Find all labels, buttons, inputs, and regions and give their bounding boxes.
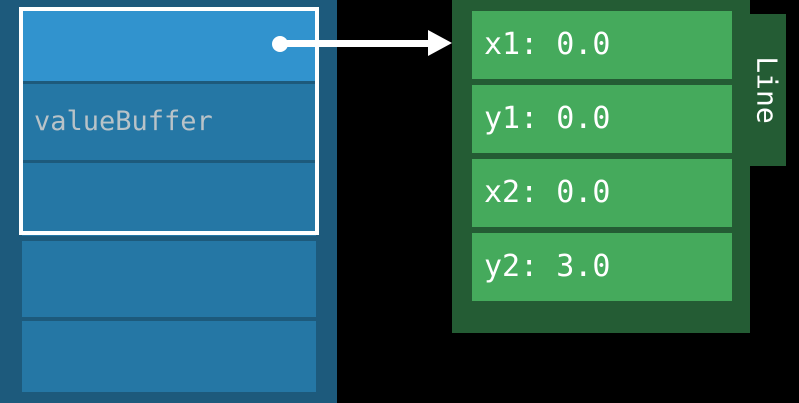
buffer-slot-3[interactable]: [22, 241, 316, 317]
pointer-arrow-head-icon: [428, 30, 452, 56]
pointer-arrow-line: [284, 40, 436, 47]
object-field-x1-text: x1: 0.0: [484, 26, 611, 62]
object-field-y2-text: y2: 3.0: [484, 248, 611, 284]
object-field-x2[interactable]: x2: 0.0: [472, 159, 732, 227]
buffer-slot-2[interactable]: [22, 163, 316, 236]
object-field-y2[interactable]: y2: 3.0: [472, 233, 732, 301]
object-field-y1-text: y1: 0.0: [484, 100, 611, 136]
object-field-x2-text: x2: 0.0: [484, 174, 611, 210]
buffer-slot-4[interactable]: [22, 321, 316, 392]
buffer-slot-1[interactable]: valueBuffer: [22, 84, 316, 160]
value-buffer-panel: valueBuffer: [0, 0, 337, 403]
object-field-x1[interactable]: x1: 0.0: [472, 11, 732, 79]
class-name-tab: Line: [748, 14, 786, 166]
buffer-slot-1-label: valueBuffer: [34, 105, 213, 137]
class-name-label: Line: [750, 56, 784, 124]
buffer-slot-0[interactable]: [22, 10, 316, 81]
line-object-panel: x1: 0.0 y1: 0.0 x2: 0.0 y2: 3.0: [452, 0, 750, 333]
object-field-y1[interactable]: y1: 0.0: [472, 85, 732, 153]
